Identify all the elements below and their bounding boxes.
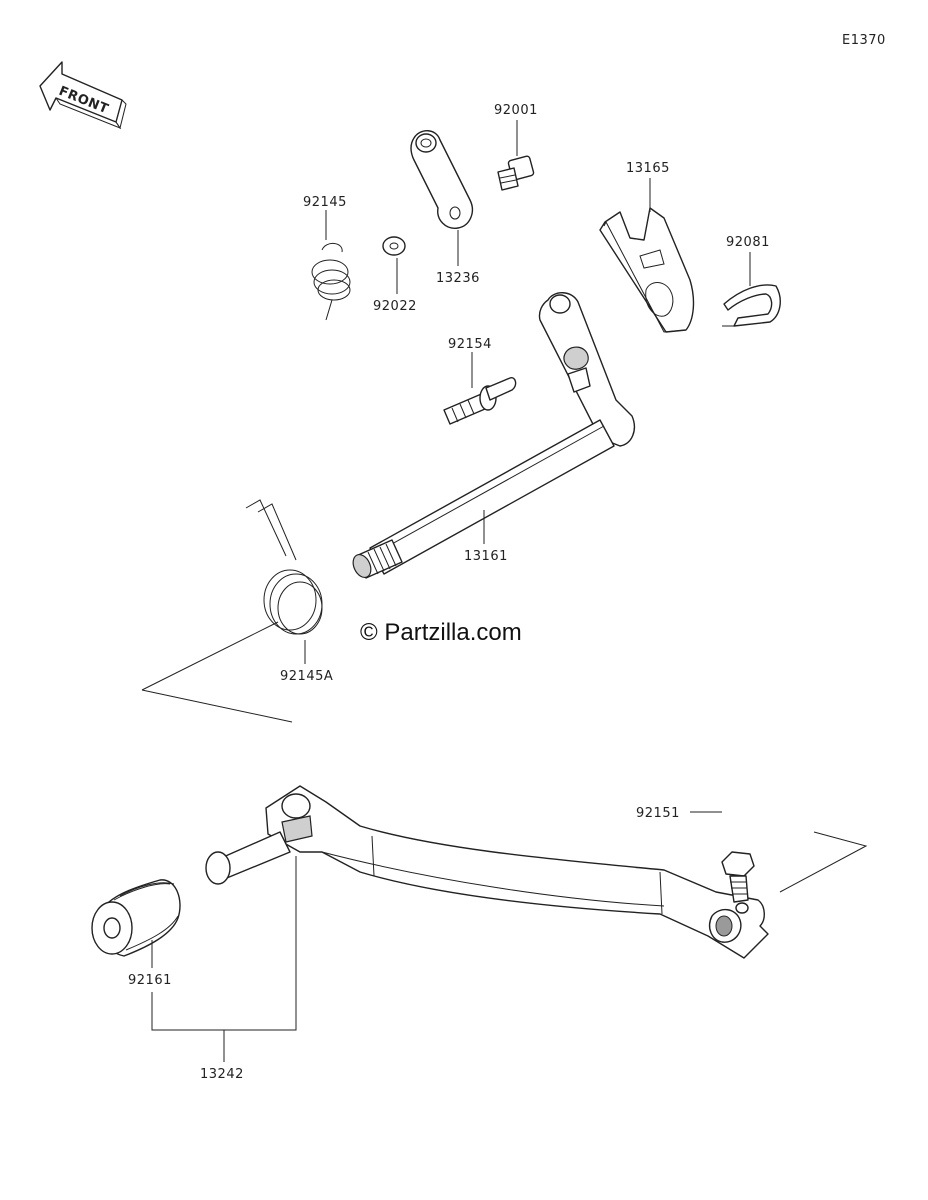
shift-pedal-13242[interactable] bbox=[205, 785, 769, 959]
extension-line-left bbox=[141, 621, 279, 691]
washer-92022[interactable] bbox=[382, 236, 406, 256]
label-13161[interactable]: 13161 bbox=[464, 549, 508, 564]
rubber-92161[interactable] bbox=[91, 879, 181, 957]
shaft-13161[interactable] bbox=[350, 292, 636, 581]
diagram-code: E1370 bbox=[842, 33, 886, 48]
label-13165[interactable]: 13165 bbox=[626, 161, 670, 176]
label-92022[interactable]: 92022 bbox=[373, 299, 417, 314]
label-92001[interactable]: 92001 bbox=[494, 103, 538, 118]
bracket-13236[interactable] bbox=[410, 130, 474, 229]
label-13242[interactable]: 13242 bbox=[200, 1067, 244, 1082]
extension-line-left-lower bbox=[141, 689, 293, 723]
spring-92145A[interactable] bbox=[245, 499, 323, 635]
label-92154[interactable]: 92154 bbox=[448, 337, 492, 352]
front-arrow-icon: FRONT bbox=[39, 61, 127, 130]
watermark: © Partzilla.com bbox=[360, 619, 522, 646]
label-92081[interactable]: 92081 bbox=[726, 235, 770, 250]
label-92151[interactable]: 92151 bbox=[636, 806, 680, 821]
label-92161[interactable]: 92161 bbox=[128, 973, 172, 988]
bolt-92151[interactable] bbox=[721, 851, 755, 903]
plate-13165[interactable] bbox=[599, 207, 695, 333]
spring-92145[interactable] bbox=[311, 243, 351, 321]
bolt-92001[interactable] bbox=[497, 155, 535, 191]
extension-line-right bbox=[779, 831, 868, 893]
clip-92081[interactable] bbox=[722, 284, 781, 327]
label-13236[interactable]: 13236 bbox=[436, 271, 480, 286]
label-92145A[interactable]: 92145A bbox=[280, 669, 333, 684]
label-92145[interactable]: 92145 bbox=[303, 195, 347, 210]
stud-92154[interactable] bbox=[443, 377, 517, 425]
